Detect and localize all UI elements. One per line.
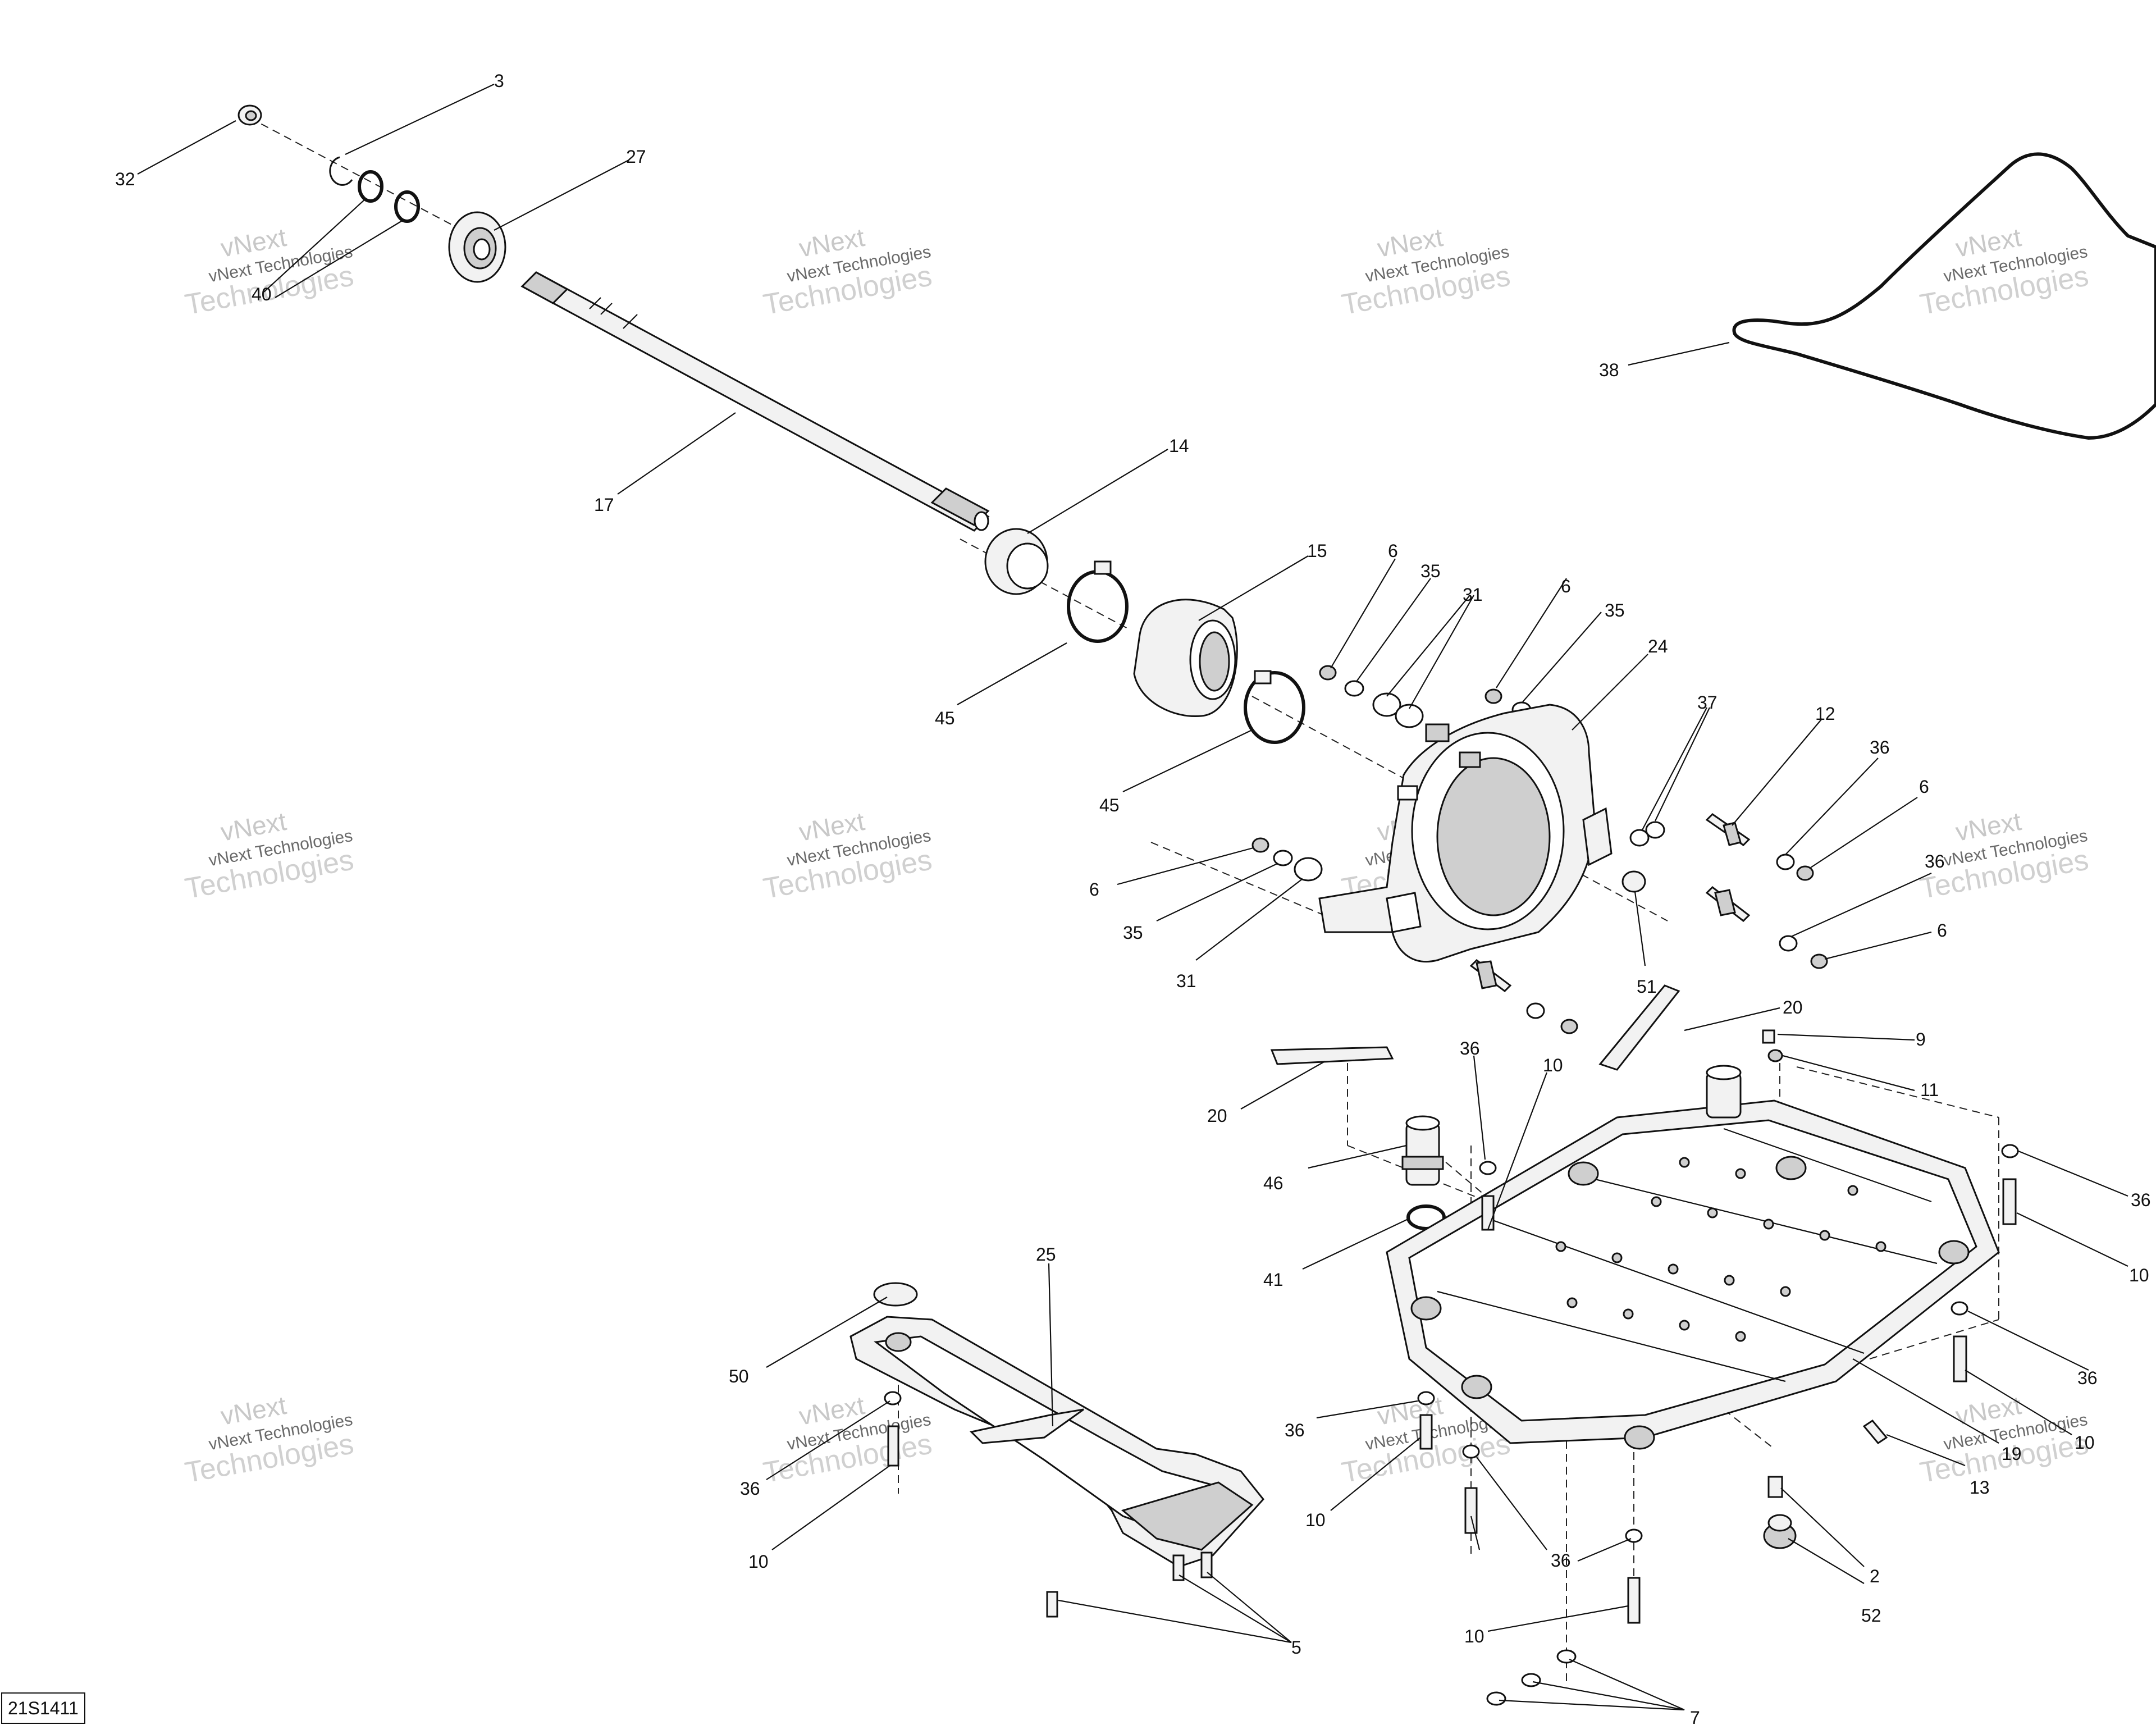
callout: 6	[1388, 541, 1398, 561]
callout: 40	[252, 284, 272, 304]
callout: 11	[1920, 1080, 1939, 1100]
callout: 25	[1036, 1244, 1056, 1265]
watermark: vNext vNext Technologies Technologies	[182, 1390, 356, 1489]
callout: 7	[1690, 1708, 1700, 1725]
callout: 45	[1099, 795, 1120, 815]
callout: 31	[1176, 971, 1196, 991]
callout: 12	[1815, 704, 1835, 724]
hardware-bolts-10	[1417, 1144, 2019, 1624]
watermark: vNext vNext Technologies Technologies	[761, 1390, 934, 1489]
part-clamp-45a	[1067, 560, 1129, 643]
callout: 52	[1861, 1605, 1881, 1626]
callout: 14	[1169, 436, 1189, 456]
callout: 5	[1291, 1637, 1301, 1658]
part-drive-shaft-17	[520, 271, 990, 532]
watermarks: vNext vNext Technologies Technologies vN…	[182, 222, 2091, 1489]
callout: 36	[740, 1478, 760, 1499]
part-ring-40a	[358, 170, 383, 203]
part-nut-32	[237, 104, 262, 126]
hardware-lower-left	[1251, 837, 1323, 882]
callout: 36	[1460, 1038, 1480, 1058]
part-circlip-3	[329, 156, 353, 186]
part-sleeve-14	[984, 528, 1049, 595]
callout: 13	[1970, 1477, 1990, 1498]
watermark: vNext vNext Technologies Technologies	[1917, 806, 2091, 905]
hardware-37-51	[1621, 821, 1665, 893]
part-fitting-46	[1401, 1115, 1444, 1186]
watermark: vNext vNext Technologies Technologies	[761, 222, 934, 321]
callout: 3	[494, 71, 504, 91]
callout: 20	[1207, 1106, 1227, 1126]
callout: 31	[1463, 585, 1483, 605]
callout: 36	[1551, 1550, 1571, 1571]
callout: 10	[1543, 1055, 1563, 1075]
callout: 32	[115, 169, 135, 189]
watermark: vNext vNext Technologies Technologies	[182, 222, 356, 321]
watermark: vNext vNext Technologies Technologies	[1917, 1390, 2091, 1489]
watermark: vNext vNext Technologies Technologies	[761, 806, 934, 905]
part-pad-20b	[1598, 984, 1680, 1071]
hardware-runner	[884, 1391, 1213, 1618]
drawing-reference-code: 21S1411	[1, 1692, 85, 1724]
callout: 36	[1285, 1420, 1305, 1440]
watermark: vNext vNext Technologies Technologies	[1339, 222, 1513, 321]
callout: 45	[935, 708, 955, 728]
callout: 27	[626, 147, 646, 167]
callout: 2	[1870, 1566, 1880, 1586]
part-pad-20a	[1270, 1046, 1394, 1065]
callout: 6	[1089, 879, 1099, 900]
callout: 36	[2077, 1368, 2098, 1388]
part-boot-15	[1133, 599, 1238, 718]
part-screw-13	[1862, 1420, 1888, 1444]
leader-lines	[137, 84, 2128, 1711]
callout: 24	[1648, 636, 1668, 656]
callout: 35	[1420, 561, 1441, 581]
callout: 15	[1307, 541, 1327, 561]
callout: 36	[1925, 851, 1945, 871]
callout: 35	[1605, 600, 1625, 620]
callout-labels: 3 32 27 40 17 38 14 15 45 45 6 35 31 6 3…	[115, 71, 2151, 1725]
part-seal-27	[448, 211, 506, 283]
callout: 6	[1919, 777, 1929, 797]
part-sticker-50	[873, 1282, 918, 1307]
part-housing-24	[1318, 704, 1613, 963]
hardware-washers-7	[1486, 1649, 1577, 1706]
part-runner-25	[849, 1316, 1264, 1568]
callout: 36	[2131, 1190, 2151, 1210]
callout: 10	[748, 1551, 769, 1572]
callout: 9	[1916, 1029, 1926, 1049]
callout: 10	[2129, 1265, 2149, 1285]
part-clamp-45b	[1244, 670, 1305, 744]
hardware-2-52	[1763, 1476, 1797, 1549]
hardware-upper-left	[1319, 665, 1424, 728]
callout: 6	[1937, 920, 1947, 941]
callout: 10	[1305, 1510, 1326, 1530]
hardware-studs-12	[1469, 813, 1828, 1034]
callout: 10	[2075, 1432, 2095, 1453]
part-ride-plate-19	[1386, 1065, 2000, 1450]
callout: 50	[729, 1366, 749, 1386]
watermark: vNext vNext Technologies Technologies	[182, 806, 356, 905]
watermark: vNext vNext Technologies Technologies	[1917, 222, 2091, 321]
callout: 10	[1464, 1626, 1484, 1646]
callout: 37	[1697, 692, 1718, 713]
part-ring-40b	[394, 190, 420, 223]
callout: 36	[1870, 737, 1890, 757]
callout: 46	[1263, 1173, 1283, 1193]
callout: 20	[1783, 997, 1803, 1017]
callout: 38	[1599, 360, 1619, 380]
callout: 51	[1637, 976, 1657, 997]
callout: 17	[594, 495, 614, 515]
part-gasket-38	[1732, 152, 2156, 440]
hardware-9-11	[1762, 1029, 1783, 1062]
callout: 19	[2002, 1444, 2022, 1464]
callout: 6	[1561, 576, 1571, 596]
callout: 35	[1123, 923, 1143, 943]
callout: 41	[1263, 1270, 1283, 1290]
